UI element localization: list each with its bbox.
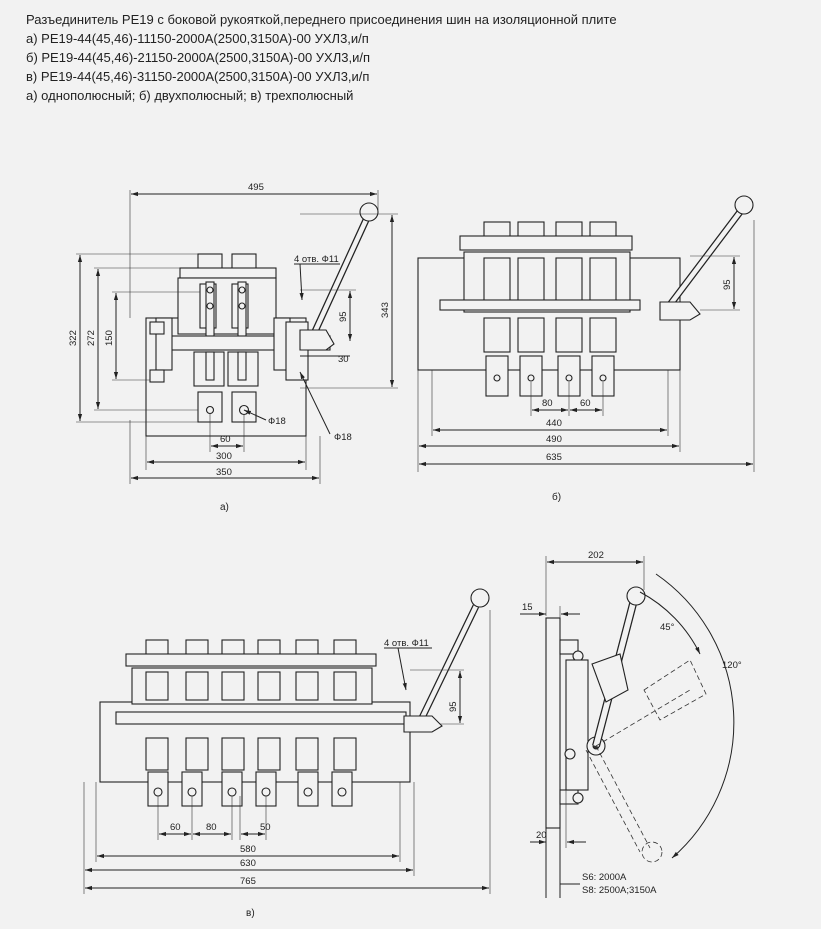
dim-150: 150 [104,330,115,346]
dim-343: 343 [380,302,391,318]
angle-45: 45° [660,622,675,633]
dim-80-c: 80 [206,822,217,833]
view-c-caption: в) [246,908,255,919]
side-handle-knob [626,586,646,606]
view-b-caption: б) [552,491,561,503]
view-c-holes-note: 4 отв. Ф11 [384,638,429,649]
view-a-d18-a: Ф18 [268,416,286,427]
dim-60-b: 60 [580,398,591,409]
view-b-shaft [439,299,641,311]
dim-95-a: 95 [338,311,349,322]
dim-50-c: 50 [260,822,271,833]
dim-60-a: 60 [220,434,231,445]
view-side: 45° 120° 202 15 20 S6: 2000А S8: 2500А;3… [520,550,742,898]
view-a-d18-b: Ф18 [334,432,352,443]
dim-202: 202 [588,550,604,561]
dim-765: 765 [240,876,256,887]
view-c: 4 отв. Ф11 95 60 80 50 580 630 765 в) [83,588,491,919]
dim-300: 300 [216,451,232,462]
dim-60-c: 60 [170,822,181,833]
view-c-crossbar [125,653,377,667]
view-b-handle-knob [734,195,754,215]
dim-580: 580 [240,844,256,855]
variant-a-line: а) РЕ19-44(45,46)-11150-2000А(2500,3150А… [26,31,369,46]
view-b: 95 80 60 440 490 635 б) [417,195,755,503]
dim-630: 630 [240,858,256,869]
view-a-caption: а) [220,502,229,513]
dim-30: 30 [338,354,349,365]
view-b-crossbar [459,235,633,251]
view-a: 495 343 322 272 150 95 30 4 отв. Ф11 Ф [68,182,398,513]
dim-20: 20 [536,830,547,841]
pole-types-line: а) однополюсный; б) двухполюсный; в) тре… [26,88,354,103]
dim-490: 490 [546,434,562,445]
view-c-shaft [115,711,407,725]
dim-495: 495 [248,182,264,193]
variant-b-line: б) РЕ19-44(45,46)-21150-2000А(2500,3150А… [26,50,370,65]
dim-80-b: 80 [542,398,553,409]
side-s8-note: S8: 2500А;3150А [582,885,657,896]
dim-440: 440 [546,418,562,429]
dim-15: 15 [522,602,533,613]
view-a-crossbar [179,267,277,279]
view-a-handle-knob [359,202,379,222]
side-s6-note: S6: 2000А [582,872,627,883]
dim-635: 635 [546,452,562,463]
view-a-contact-upper [177,277,277,335]
view-a-holes-note: 4 отв. Ф11 [294,254,339,265]
side-plate [545,617,561,829]
dim-95-b: 95 [722,279,733,290]
variant-c-line: в) РЕ19-44(45,46)-31150-2000А(2500,3150А… [26,69,370,84]
angle-120: 120° [722,660,742,671]
title-block: Разъединитель РЕ19 с боковой рукояткой,п… [26,10,617,105]
dim-272: 272 [86,330,97,346]
dim-95-c: 95 [448,701,459,712]
drawing-title: Разъединитель РЕ19 с боковой рукояткой,п… [26,12,617,27]
dim-322: 322 [68,330,79,346]
view-c-handle-knob [470,588,490,608]
dim-350: 350 [216,467,232,478]
